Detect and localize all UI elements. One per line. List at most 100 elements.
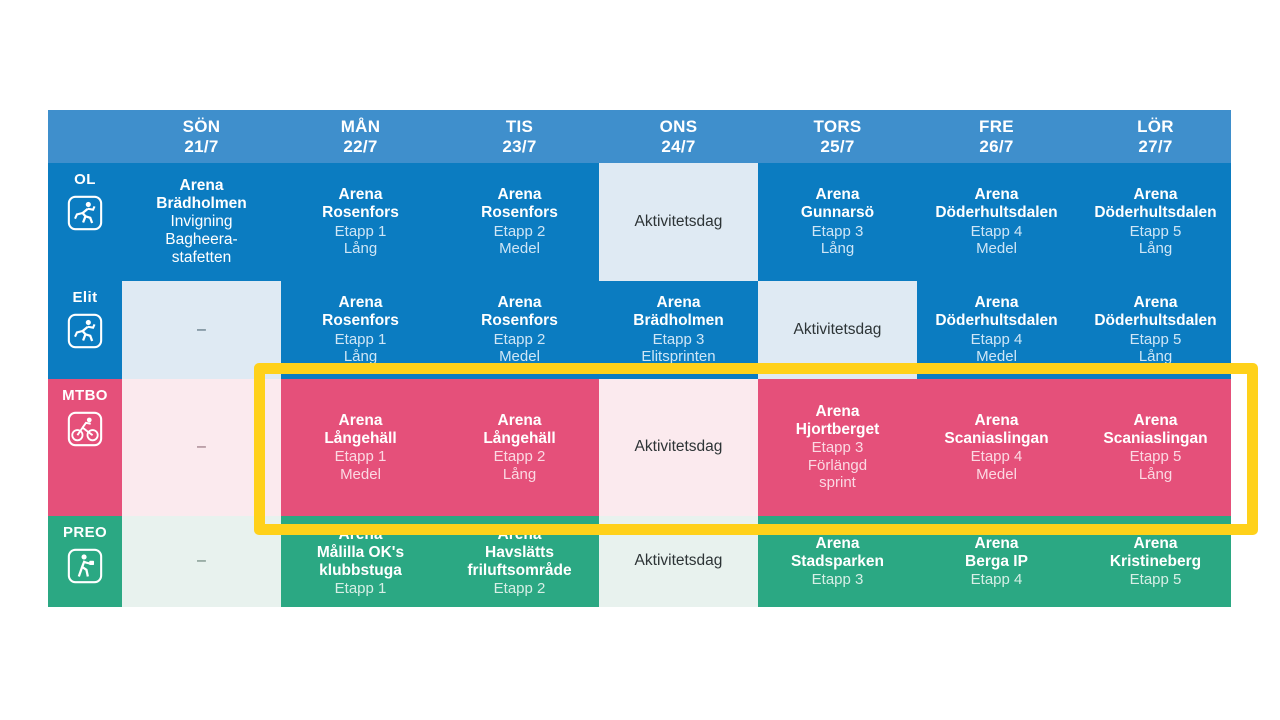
cell-text-line1: Aktivitetsdag (634, 552, 723, 570)
column-header-date: 21/7 (184, 136, 219, 156)
column-header-day: FRE (979, 117, 1014, 137)
cell-venue-line1: Arena (815, 403, 860, 421)
cell-empty-dash: – (197, 552, 206, 570)
cell-venue-line2: Döderhultsdalen (1094, 312, 1217, 330)
cell-stage: Etapp 2 (493, 330, 546, 348)
schedule-cell[interactable]: – (122, 379, 281, 516)
cell-kind: Lång (343, 348, 378, 366)
cell-stage: Etapp 5 (1129, 448, 1182, 466)
cell-venue-line1: Arena (179, 176, 224, 194)
cell-stage: Etapp 3 (811, 439, 864, 457)
cell-stage: Etapp 2 (493, 222, 546, 240)
cell-venue-line1: Arena (497, 525, 542, 543)
cell-text-line1: Aktivitetsdag (634, 438, 723, 456)
column-header-date: 26/7 (979, 136, 1014, 156)
cell-venue-line2: Målilla OK's (316, 543, 405, 561)
cell-venue-line1: Arena (1133, 411, 1178, 429)
cell-kind: Förlängd (807, 456, 868, 474)
cell-kind: Medel (976, 240, 1017, 258)
cell-kind: Medel (976, 348, 1017, 366)
row-label-preo: PREO (48, 516, 122, 607)
cell-venue-line2: Brädholmen (633, 312, 724, 330)
cell-kind: Lång (502, 465, 537, 483)
cell-stage: Etapp 3 (652, 330, 705, 348)
cell-venue-line2: Gunnarsö (800, 204, 875, 222)
cell-stage: Etapp 4 (970, 448, 1023, 466)
cell-kind: Lång (343, 240, 378, 258)
cell-kind: Lång (1138, 465, 1173, 483)
cell-stage: Etapp 5 (1129, 330, 1182, 348)
cell-kind: Medel (499, 240, 540, 258)
schedule-cell[interactable]: – (122, 516, 281, 607)
column-header-day: MÅN (340, 117, 381, 137)
column-header-date: 27/7 (1138, 136, 1173, 156)
column-header-date: 24/7 (661, 136, 696, 156)
cell-venue-line1: Arena (974, 411, 1019, 429)
header-corner-spacer (48, 110, 122, 163)
cell-venue-line1: Arena (656, 294, 701, 312)
cell-venue-line1: Arena (497, 186, 542, 204)
cell-venue-line2: Rosenfors (481, 204, 558, 222)
schedule-cell[interactable]: Aktivitetsdag (758, 281, 917, 379)
cell-kind: Lång (1138, 348, 1173, 366)
column-header-date: 22/7 (343, 136, 378, 156)
cell-kind: Medel (499, 348, 540, 366)
cell-venue-line2: Hjortberget (795, 421, 880, 439)
schedule-cell[interactable]: Aktivitetsdag (599, 379, 758, 516)
schedule-cell[interactable]: Aktivitetsdag (599, 516, 758, 607)
cell-stage: Etapp 4 (970, 330, 1023, 348)
cell-text-line2: Bagheera- (165, 231, 238, 249)
column-header-day: LÖR (1137, 117, 1174, 137)
column-header-date: 23/7 (502, 136, 537, 156)
cell-venue-line1: Arena (815, 186, 860, 204)
cell-venue-line2: Scaniaslingan (1103, 429, 1208, 447)
schedule-cell[interactable]: Aktivitetsdag (599, 163, 758, 281)
cell-venue-line2: Scaniaslingan (944, 429, 1049, 447)
cell-stage: Etapp 1 (334, 330, 387, 348)
row-label-elit: Elit (48, 281, 122, 379)
cell-venue-line3: klubbstuga (319, 561, 402, 579)
schedule-cell[interactable]: – (122, 281, 281, 379)
cell-kind: Medel (340, 465, 381, 483)
cell-stage: Etapp 1 (334, 448, 387, 466)
column-header-day: ONS (659, 117, 698, 137)
cell-venue-line2: Kristineberg (1109, 552, 1202, 570)
cell-text-line1: Aktivitetsdag (793, 320, 882, 338)
column-header-date: 25/7 (820, 136, 855, 156)
column-header-day: SÖN (182, 117, 221, 137)
cell-venue-line2: Döderhultsdalen (935, 204, 1058, 222)
cell-venue-line2: Brädholmen (156, 194, 247, 212)
cell-text-line1: Invigning (170, 212, 233, 230)
cell-venue-line3: friluftsområde (467, 561, 572, 579)
